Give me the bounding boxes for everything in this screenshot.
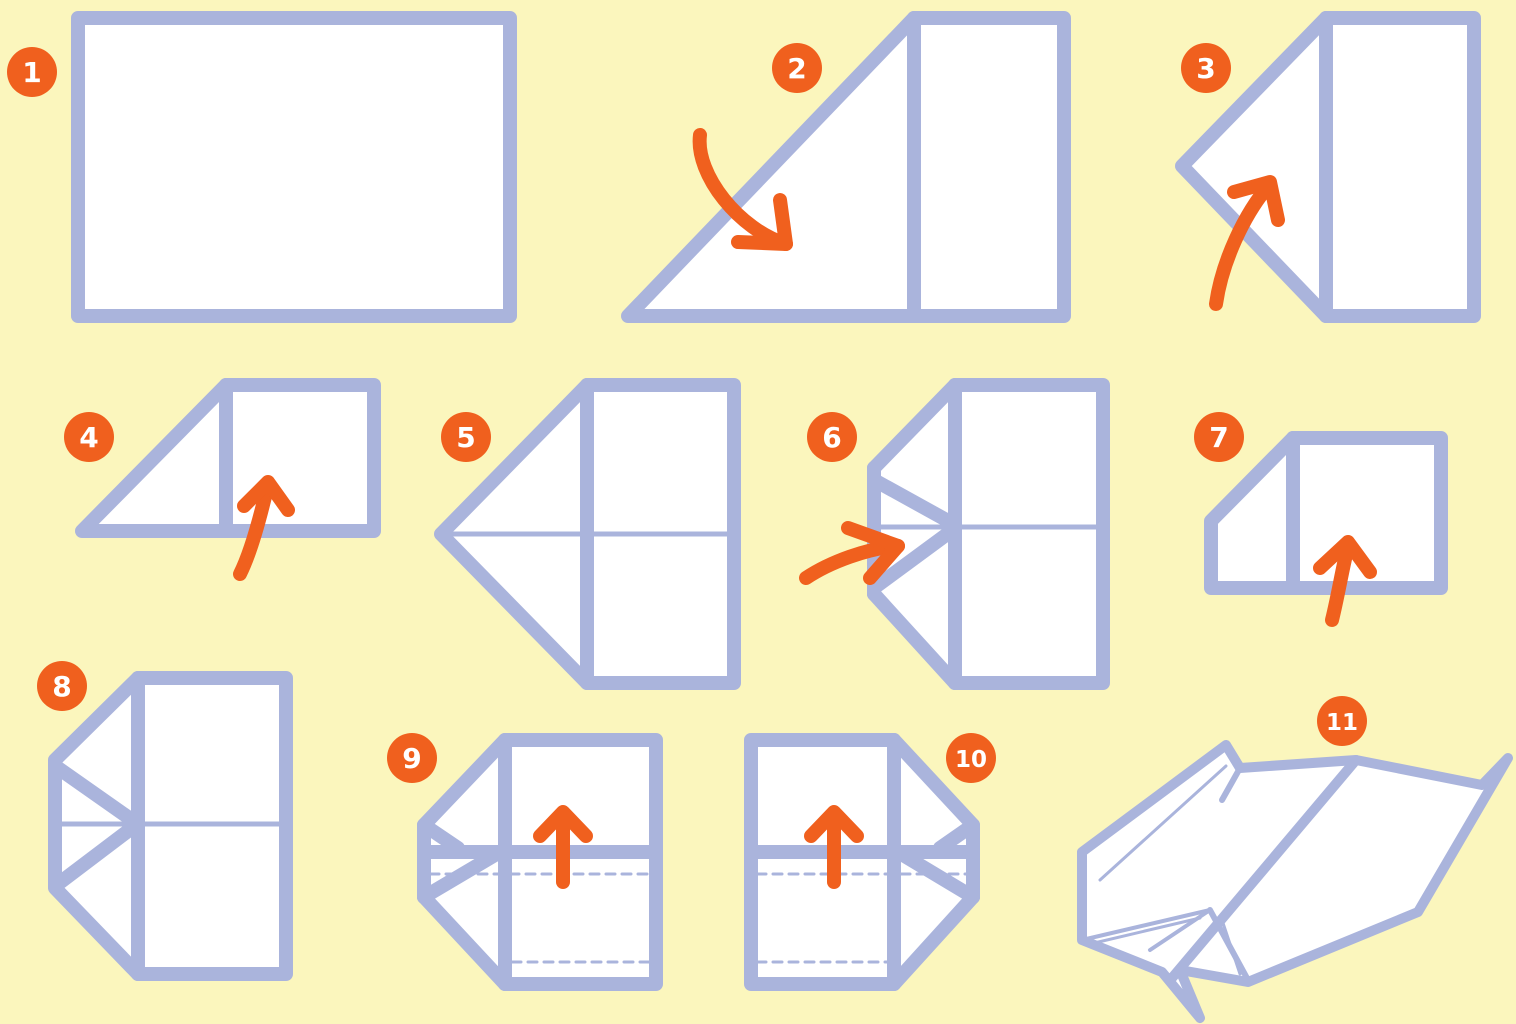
step-10-dashed-fold-lines	[755, 872, 969, 964]
step-6-arrow	[799, 521, 905, 585]
step-11-label: 11	[1326, 710, 1358, 736]
step-8-label: 8	[52, 670, 71, 703]
step-4-badge: 4	[64, 412, 114, 462]
step-11-airplane	[1077, 740, 1513, 1023]
step-1-badge: 1	[7, 47, 57, 97]
step-2-badge: 2	[772, 43, 822, 93]
step-4-drawing	[75, 378, 381, 538]
step-6-label: 6	[822, 421, 841, 454]
step-10-badge: 10	[946, 733, 996, 783]
step-8-badge: 8	[37, 661, 87, 711]
step-9-dashed-fold-lines	[428, 872, 652, 964]
step-3-arrow	[1209, 175, 1285, 311]
step-6-badge: 6	[807, 412, 857, 462]
step-9-drawing	[417, 733, 663, 991]
step-10-drawing	[744, 733, 980, 991]
step-8-drawing	[48, 671, 293, 981]
step-11-badge: 11	[1317, 696, 1367, 746]
step-9-arrow	[533, 805, 593, 889]
step-10-arrow	[804, 805, 864, 889]
step-2-label: 2	[787, 52, 806, 85]
step-5-label: 5	[456, 421, 475, 454]
step-4-arrow	[233, 475, 295, 581]
step-3-drawing	[1175, 11, 1481, 323]
step-4-label: 4	[79, 421, 98, 454]
step-1-label: 1	[22, 56, 41, 89]
step-9-label: 9	[402, 742, 421, 775]
step-5-drawing	[434, 378, 741, 690]
step-1-drawing	[71, 11, 517, 323]
step-3-badge: 3	[1181, 43, 1231, 93]
step-2-arrow	[692, 128, 793, 251]
step-3-label: 3	[1196, 52, 1215, 85]
step-10-label: 10	[955, 747, 987, 773]
step-7-arrow	[1313, 535, 1377, 627]
step-9-badge: 9	[387, 733, 437, 783]
step-7-drawing	[1204, 431, 1448, 595]
step-5-badge: 5	[441, 412, 491, 462]
step-6-drawing	[867, 378, 1110, 690]
step-7-label: 7	[1209, 421, 1228, 454]
step-7-badge: 7	[1194, 412, 1244, 462]
